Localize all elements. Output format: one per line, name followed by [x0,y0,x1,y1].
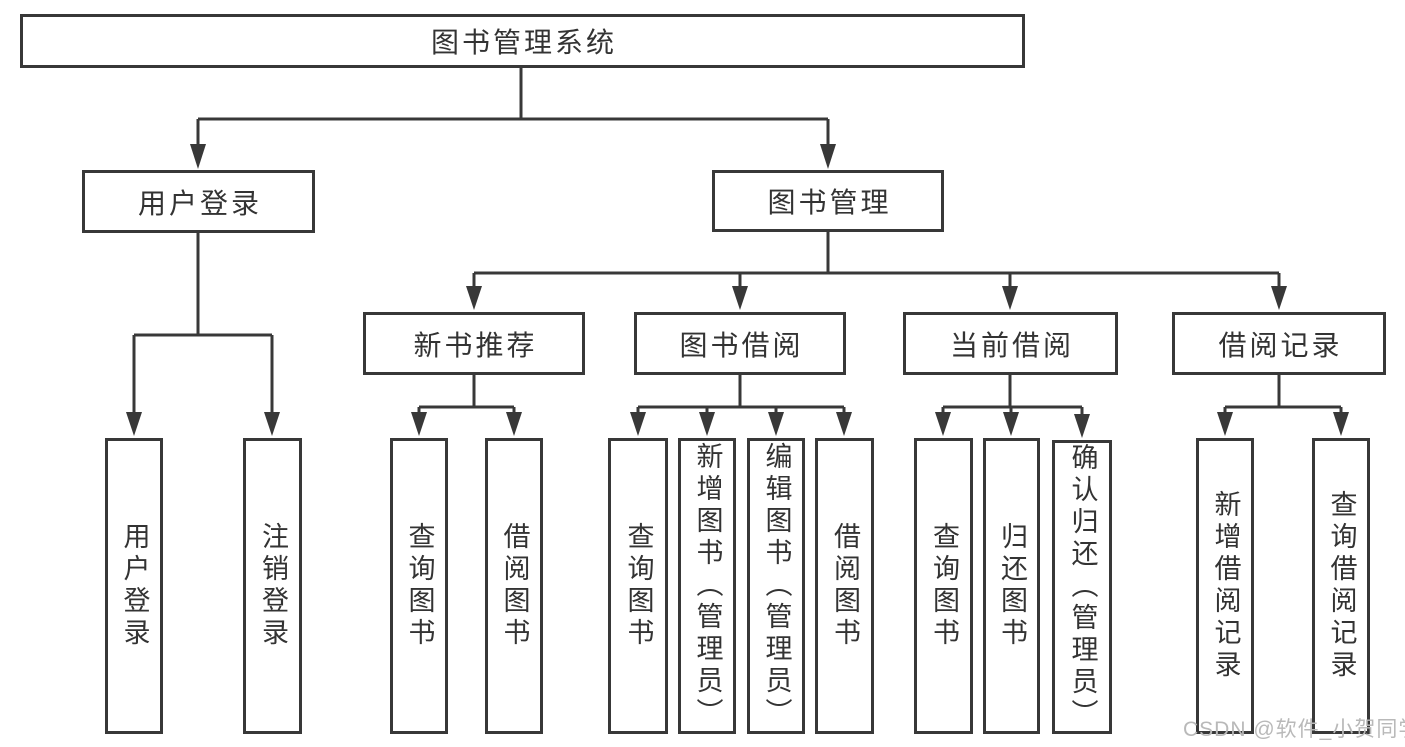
connector-borrow-records-branch [1217,375,1349,436]
node-book-management: 图书管理 [712,170,944,232]
node-library-management-system: 图书管理系统 [20,14,1025,68]
node-book-borrow: 图书借阅 [634,312,846,375]
leaf-user-login: 用户登录 [105,438,163,734]
connector-book-management-branch [466,232,1287,310]
leaf-add-books-admin: 新增图书（管理员） [678,438,736,734]
leaf-borrow-books-1: 借阅图书 [485,438,543,734]
leaf-logout: 注销登录 [243,438,302,734]
leaf-add-borrow-record: 新增借阅记录 [1196,438,1254,734]
connector-current-borrow-branch [935,375,1090,438]
leaf-edit-books-admin: 编辑图书（管理员） [747,438,805,734]
node-new-book-recommend: 新书推荐 [363,312,585,375]
connector-new-books-branch [411,375,522,436]
csdn-watermark: CSDN @软件_小贺同学 [1183,718,1405,741]
connector-book-borrow-branch [630,375,852,436]
leaf-borrow-books-2: 借阅图书 [815,438,874,734]
leaf-return-books: 归还图书 [983,438,1040,734]
leaf-query-borrow-record: 查询借阅记录 [1312,438,1370,734]
leaf-query-books-3: 查询图书 [914,438,973,734]
node-current-borrow: 当前借阅 [903,312,1118,375]
leaf-query-books-2: 查询图书 [608,438,668,734]
leaf-query-books-1: 查询图书 [390,438,448,734]
leaf-confirm-return-admin: 确认归还（管理员） [1052,440,1112,734]
connector-root-to-level2 [190,67,836,169]
connector-user-login-branch [126,233,280,436]
node-borrow-records: 借阅记录 [1172,312,1386,375]
node-user-login: 用户登录 [82,170,315,233]
